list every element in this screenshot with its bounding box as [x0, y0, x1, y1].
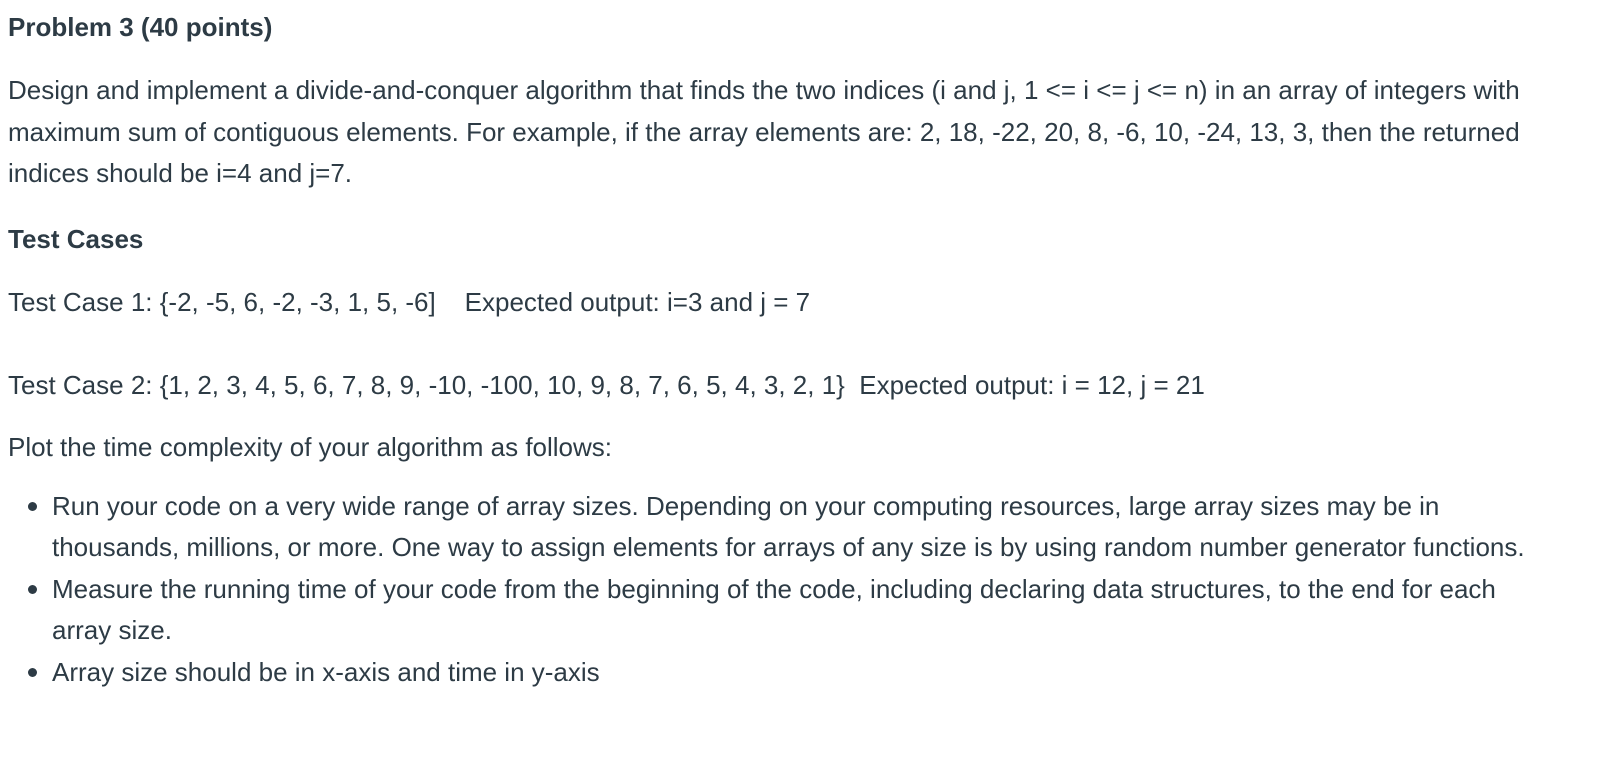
problem-title: Problem 3 (40 points): [8, 12, 273, 42]
test-case-1: Test Case 1: {-2, -5, 6, -2, -3, 1, 5, -…: [8, 286, 811, 317]
plot-intro: Plot the time complexity of your algorit…: [8, 431, 613, 462]
list-item: Array size should be in x-axis and time …: [8, 652, 1552, 694]
test-case-2: Test Case 2: {1, 2, 3, 4, 5, 6, 7, 8, 9,…: [8, 369, 1205, 400]
bullet-icon: [28, 584, 37, 594]
assignment-page: Problem 3 (40 points) Design and impleme…: [0, 11, 1600, 693]
bullet-icon: [28, 501, 37, 511]
list-item-text: Run your code on a very wide range of ar…: [52, 490, 1525, 563]
list-item-text: Array size should be in x-axis and time …: [52, 656, 600, 687]
list-item: Run your code on a very wide range of ar…: [8, 486, 1552, 569]
test-cases-heading: Test Cases: [8, 223, 144, 254]
bullet-icon: [28, 667, 37, 677]
problem-description: Design and implement a divide-and-conque…: [8, 75, 1520, 188]
list-item: Measure the running time of your code fr…: [8, 569, 1552, 652]
list-item-text: Measure the running time of your code fr…: [52, 573, 1496, 646]
plot-instructions-list: Run your code on a very wide range of ar…: [8, 486, 1592, 694]
